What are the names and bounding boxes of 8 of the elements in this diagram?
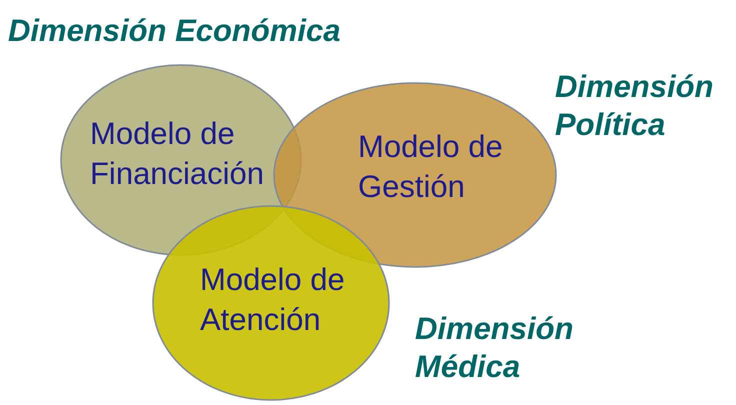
ellipse-label: Modelo de Atención	[200, 261, 346, 339]
ellipse-label: Modelo de Gestión	[358, 128, 504, 206]
dimension-heading: Dimensión Médica	[415, 310, 574, 386]
dimension-heading: Dimensión Política	[555, 68, 714, 144]
venn-ellipse	[273, 82, 557, 268]
dimension-heading: Dimensión Económica	[8, 12, 342, 50]
venn-ellipse	[152, 205, 390, 401]
ellipse-label: Modelo de Financiación	[90, 115, 266, 193]
